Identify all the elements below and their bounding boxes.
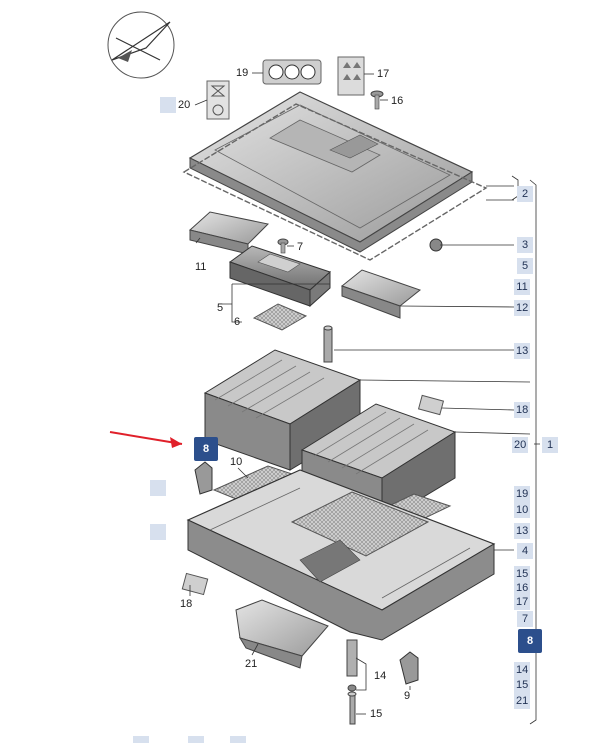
placeholder-chip (188, 736, 204, 743)
callout-7: 7 (297, 241, 304, 253)
list-item-10[interactable]: 10 (514, 502, 531, 518)
thermal-pad-6 (252, 303, 308, 331)
leader-lines (189, 72, 540, 725)
callout-15: 15 (370, 708, 383, 720)
list-item-5[interactable]: 5 (517, 258, 533, 274)
callout-20: 20 (178, 99, 191, 111)
seal-2 (182, 103, 488, 261)
battery-module-left (203, 349, 362, 471)
control-unit-5 (228, 245, 331, 308)
plate-18-lower (181, 572, 209, 596)
list-item-7[interactable]: 7 (517, 611, 533, 627)
placeholder-chip (230, 736, 246, 743)
callout-10: 10 (230, 456, 243, 468)
cover-12 (340, 269, 422, 319)
red-pointer-arrow (109, 431, 183, 448)
list-item-21[interactable]: 21 (514, 693, 531, 709)
underbody-guard-21 (235, 599, 329, 669)
callout-18: 18 (180, 598, 193, 610)
placeholder-chip (133, 736, 149, 743)
callout-9: 9 (404, 690, 411, 702)
list-item-20[interactable]: 20 (512, 437, 529, 453)
list-item-14[interactable]: 14 (514, 662, 531, 678)
callout-14: 14 (374, 670, 387, 682)
list-item-11[interactable]: 11 (514, 279, 530, 295)
list-item-17[interactable]: 17 (514, 594, 531, 610)
callout-11: 11 (195, 261, 207, 273)
cover-11 (188, 211, 270, 255)
list-item-2[interactable]: 2 (517, 186, 533, 202)
warning-label-17 (337, 56, 365, 96)
list-item-19[interactable]: 19 (514, 486, 531, 502)
screw-16 (370, 90, 384, 110)
callout-17: 17 (377, 68, 390, 80)
placeholder-chip (150, 524, 166, 540)
plate-18-upper (417, 394, 445, 416)
callout-16: 16 (391, 95, 404, 107)
bolt-15 (347, 691, 357, 725)
screw-7 (277, 238, 289, 254)
list-item-12[interactable]: 12 (514, 300, 531, 316)
warning-label-20 (206, 80, 230, 120)
bolt-13 (323, 325, 333, 363)
bracket-9-left (194, 461, 213, 495)
orientation-compass-icon (107, 11, 175, 79)
callout-19: 19 (236, 67, 249, 79)
highlighted-part-8-callout[interactable]: 8 (194, 437, 218, 461)
battery-housing-tray (186, 469, 496, 641)
list-item-3[interactable]: 3 (517, 237, 533, 253)
pin-14 (346, 639, 358, 692)
list-item-13[interactable]: 13 (514, 343, 531, 359)
callout-5: 5 (217, 302, 224, 314)
placeholder-chip (150, 480, 166, 496)
bracket-9-right (399, 651, 419, 685)
list-item-13b[interactable]: 13 (514, 523, 531, 539)
warning-label-19 (262, 59, 322, 85)
list-item-18[interactable]: 18 (514, 402, 531, 418)
list-item-15b[interactable]: 15 (514, 677, 531, 693)
callout-21: 21 (245, 658, 258, 670)
callout-6: 6 (234, 316, 241, 328)
placeholder-chip (160, 97, 176, 113)
list-item-4[interactable]: 4 (517, 543, 533, 559)
list-item-15[interactable]: 15 (514, 566, 531, 582)
battery-top-cover (188, 91, 474, 253)
list-item-8-highlighted[interactable]: 8 (518, 629, 542, 653)
list-item-1[interactable]: 1 (542, 437, 558, 453)
list-item-16[interactable]: 16 (514, 580, 531, 596)
